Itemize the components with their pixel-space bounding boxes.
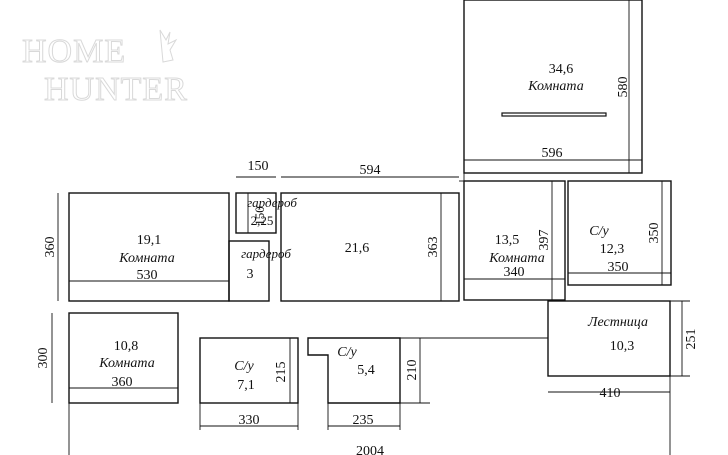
stairs: Лестница 10,3 410 251 <box>547 300 699 401</box>
bath-mid: С/у 5,4 235 210 <box>307 337 420 430</box>
watermark-line-2: HUNTER <box>44 71 188 108</box>
bath-mid-height: 210 <box>405 360 420 381</box>
room-13-label: Комната <box>488 251 544 266</box>
room-19: 19,1 Комната 530 360 <box>43 192 230 302</box>
room-10: 10,8 Комната 360 300 <box>36 312 179 404</box>
room-13: 13,5 Комната 340 397 <box>463 180 566 301</box>
wardrobe-top-area: 2,25 <box>251 213 274 228</box>
room-13-height: 397 <box>537 230 552 251</box>
big-room-label: Комната <box>527 79 583 94</box>
wardrobe-bottom-area: 3 <box>247 267 254 282</box>
room-19-width: 530 <box>137 268 158 283</box>
watermark-line-1: HOME <box>22 33 126 70</box>
wardrobe-top-label: гардероб <box>247 195 297 210</box>
wardrobe-width: 150 <box>248 159 269 174</box>
total-width-dimension: 2004 <box>356 444 384 455</box>
window-bar <box>501 112 607 117</box>
bath-mid-area: 5,4 <box>357 363 375 378</box>
bath-top-height: 350 <box>647 223 662 244</box>
bath-left-label: С/у <box>234 359 254 374</box>
stairs-width: 410 <box>600 386 621 401</box>
hall-area: 21,6 <box>345 241 370 256</box>
big-room-area: 34,6 <box>549 62 574 77</box>
stairs-area: 10,3 <box>610 339 635 354</box>
room-10-area: 10,8 <box>114 339 139 354</box>
deer-logo-icon <box>159 29 178 63</box>
room-10-label: Комната <box>98 356 154 371</box>
bath-left: С/у 7,1 330 215 <box>199 337 299 430</box>
room-13-width: 340 <box>504 265 525 280</box>
bath-top: С/у 12,3 350 350 <box>567 180 672 286</box>
room-19-label: Комната <box>118 251 174 266</box>
room-10-width: 360 <box>112 375 133 390</box>
bath-top-label: С/у <box>589 224 609 239</box>
stairs-height: 251 <box>684 329 699 350</box>
bath-left-height: 215 <box>274 362 289 383</box>
big-room: 34,6 Комната 596 580 <box>463 0 643 174</box>
room-10-height: 300 <box>36 348 51 369</box>
hall-width: 594 <box>360 163 381 178</box>
hall: 21,6 594 363 <box>280 163 460 302</box>
wardrobe-top: гардероб 2,25 150 150 <box>235 159 297 234</box>
wardrobe-bottom: гардероб 3 <box>228 240 291 302</box>
room-19-height: 360 <box>43 237 58 258</box>
structure-lines <box>68 173 671 455</box>
bath-top-area: 12,3 <box>600 242 625 257</box>
room-13-area: 13,5 <box>495 233 520 248</box>
bath-left-area: 7,1 <box>237 378 255 393</box>
hall-height: 363 <box>426 237 441 258</box>
total-width: 2004 <box>356 444 384 455</box>
home-hunter-watermark: HOME HUNTER <box>22 29 188 109</box>
wardrobe-bottom-label: гардероб <box>241 246 291 261</box>
stairs-label: Лестница <box>587 315 648 330</box>
room-19-area: 19,1 <box>137 233 162 248</box>
bath-left-width: 330 <box>239 413 260 428</box>
bath-mid-label: С/у <box>337 345 357 360</box>
wardrobe-height: 150 <box>252 206 267 226</box>
bath-mid-width: 235 <box>353 413 374 428</box>
bath-top-width: 350 <box>608 260 629 275</box>
big-room-width: 596 <box>542 146 563 161</box>
big-room-height: 580 <box>616 77 631 98</box>
